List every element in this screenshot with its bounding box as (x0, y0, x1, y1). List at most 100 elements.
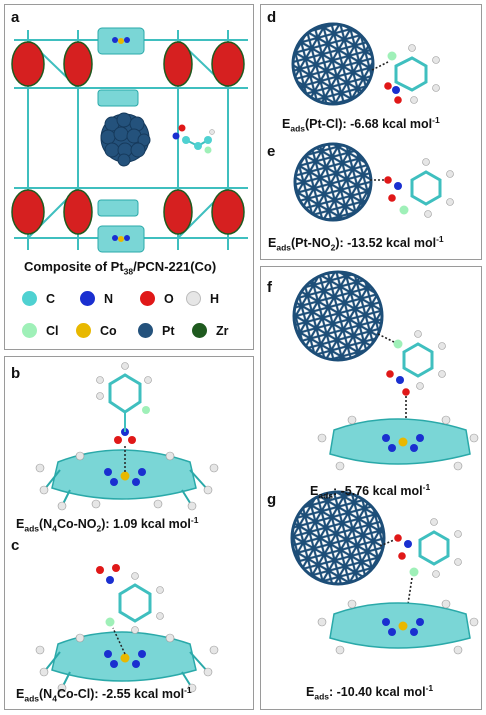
legend-label: C (46, 291, 56, 306)
label-sub: ads (24, 693, 39, 704)
panel-b-letter: b (11, 365, 21, 382)
legend-item-cl: Cl (22, 323, 59, 338)
interaction-f-top (377, 333, 395, 343)
pt-cluster-e (293, 142, 373, 222)
legend-item-pt: Pt (138, 323, 175, 338)
panel-e-energy-label: Eads(Pt-NO2): -13.52 kcal mol-1 (268, 233, 444, 253)
legend-swatch-o (140, 291, 155, 306)
legend-item-c: C (22, 291, 55, 306)
legend-label: Cl (46, 323, 59, 338)
label-sup: -1 (422, 481, 431, 492)
panel-c-letter: c (11, 537, 20, 554)
legend-swatch-pt (138, 323, 153, 338)
label-sup: -1 (184, 684, 192, 695)
legend-label: H (210, 291, 220, 306)
legend-swatch-zr (192, 323, 207, 338)
pt-cluster-g (290, 490, 386, 586)
legend-item-n: N (80, 291, 113, 306)
panel-d-letter: d (267, 9, 277, 26)
legend-swatch-n (80, 291, 95, 306)
interaction-c (112, 627, 126, 655)
label-sup: -1 (190, 514, 199, 525)
panel-g-letter: g (267, 491, 277, 508)
panel-b-energy-label: Eads(N4Co-NO2): 1.09 kcal mol-1 (16, 514, 199, 534)
legend-swatch-h (186, 291, 201, 306)
substrate-c (96, 564, 164, 634)
label-sup: -1 (432, 114, 440, 125)
caption-subscript: 38 (123, 266, 134, 277)
panel-f-letter: f (267, 279, 272, 296)
panel-e-letter: e (267, 143, 276, 160)
legend-swatch-co (76, 323, 91, 338)
legend-label: Pt (162, 323, 175, 338)
substrate-e (384, 158, 454, 218)
label-sup: -1 (436, 233, 444, 244)
legend-swatch-c (22, 291, 37, 306)
porphyrin-f (317, 415, 479, 471)
label-text: Co-NO (56, 517, 97, 531)
label-text: E (16, 687, 25, 701)
porphyrin-c (35, 631, 219, 693)
label-text: E (16, 517, 25, 531)
legend-label: O (164, 291, 174, 306)
panel-a-caption: Composite of Pt38/PCN-221(Co) (24, 259, 217, 277)
label-sub: 4 (52, 523, 57, 534)
panel-f-energy-label: Eads: -5.76 kcal mol-1 (310, 481, 431, 501)
label-sub: ads (314, 691, 329, 702)
label-sup: -1 (425, 682, 434, 693)
label-text: : -10.40 kcal mol (329, 685, 426, 699)
legend-item-h: H (186, 291, 219, 306)
label-text: (N (39, 687, 53, 701)
legend-label: N (104, 291, 114, 306)
interaction-g-bottom (407, 577, 413, 605)
label-text: ): 1.09 kcal mol (101, 517, 191, 531)
label-text: ): -13.52 kcal mol (335, 236, 437, 250)
legend-item-o: O (140, 291, 174, 306)
porphyrin-b (35, 449, 219, 511)
panel-c-energy-label: Eads(N4Co-Cl): -2.55 kcal mol-1 (16, 684, 192, 704)
label-text: E (310, 484, 319, 498)
legend-label: Co (100, 323, 117, 338)
pt-cluster-d (291, 22, 375, 106)
label-text: (N (39, 517, 53, 531)
label-sub: 2 (96, 523, 102, 534)
label-text: : -5.76 kcal mol (333, 484, 423, 498)
linker-nitrogen (112, 37, 130, 241)
substrate-g (394, 518, 462, 578)
substrate-d (384, 44, 440, 104)
label-sub: ads (276, 242, 291, 253)
substrate-b (96, 362, 152, 444)
linker-cobalt (118, 38, 124, 242)
label-sub: 2 (330, 242, 336, 253)
label-text: E (268, 236, 277, 250)
label-text: E (306, 685, 315, 699)
legend-swatch-cl (22, 323, 37, 338)
interaction-d (371, 61, 389, 71)
substrate-molecule (172, 124, 215, 154)
legend-label: Zr (216, 323, 229, 338)
label-sub: ads (318, 490, 333, 501)
label-sub: 4 (52, 693, 57, 704)
substrate-f (386, 330, 446, 396)
label-sub: ads (290, 123, 305, 134)
label-text: E (282, 117, 291, 131)
label-text: (Pt-Cl): -6.68 kcal mol (305, 117, 433, 131)
interaction-g-top (379, 539, 395, 547)
porphyrin-g (317, 599, 479, 655)
zr-oxo-nodes (11, 41, 245, 235)
legend-item-zr: Zr (192, 323, 229, 338)
panel-a-letter: a (11, 9, 20, 26)
label-sub: ads (24, 523, 39, 534)
label-text: (Pt-NO (291, 236, 331, 250)
caption-text: Composite of Pt (24, 259, 124, 274)
caption-tail: /PCN-221(Co) (133, 259, 217, 274)
panel-g-energy-label: Eads: -10.40 kcal mol-1 (306, 682, 434, 702)
pt-cluster-f (292, 270, 384, 362)
panel-d-energy-label: Eads(Pt-Cl): -6.68 kcal mol-1 (282, 114, 440, 134)
label-text: Co-Cl): -2.55 kcal mol (56, 687, 185, 701)
porphyrin-linkers (97, 27, 145, 253)
